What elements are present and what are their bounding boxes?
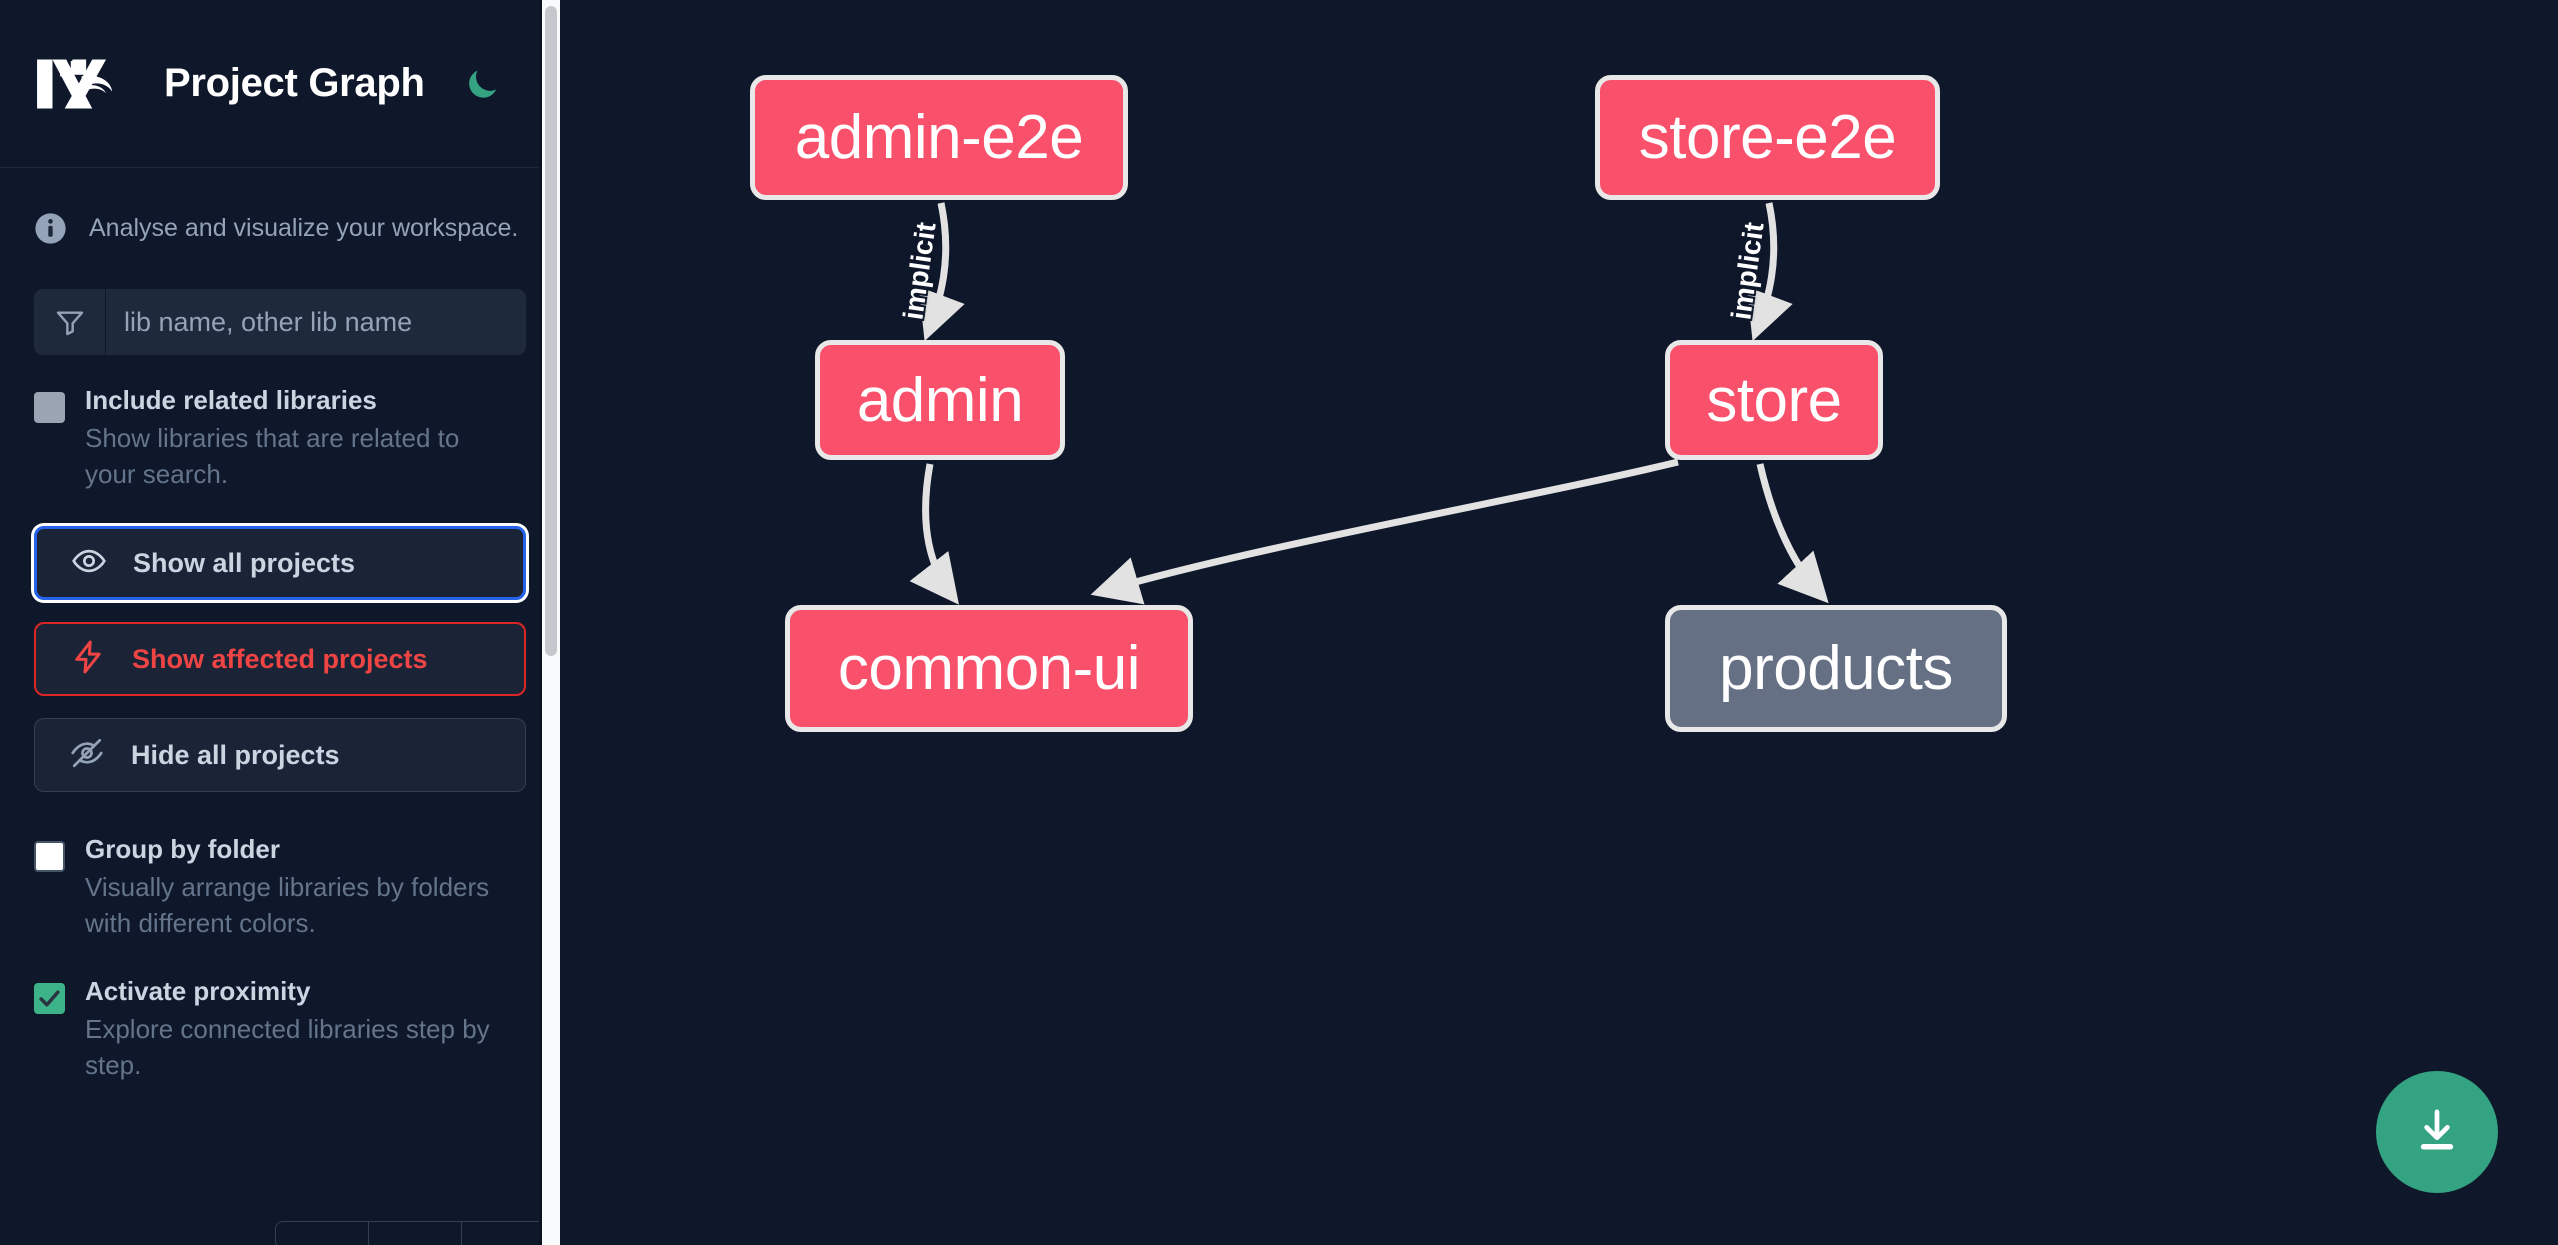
graph-node-common-ui[interactable]: common-ui xyxy=(785,605,1193,732)
lightning-bolt-icon xyxy=(70,639,106,680)
sidebar: Project Graph Analyse and visualize your… xyxy=(0,0,560,1245)
group-by-folder-description: Visually arrange libraries by folders wi… xyxy=(85,872,490,939)
include-related-libraries-checkbox[interactable] xyxy=(34,392,65,423)
download-icon xyxy=(2410,1104,2464,1161)
graph-node-label: store xyxy=(1706,365,1842,435)
sidebar-divider xyxy=(539,0,542,1245)
show-all-projects-button[interactable]: Show all projects xyxy=(34,526,526,601)
edge-admin-e2e-to-admin xyxy=(918,202,965,342)
graph-edges xyxy=(909,202,1829,605)
graph-node-label: products xyxy=(1719,634,1953,703)
include-related-libraries-description: Show libraries that are related to your … xyxy=(85,422,460,489)
page-title: Project Graph xyxy=(164,61,425,105)
sidebar-scrollbar-thumb[interactable] xyxy=(545,6,557,656)
checkbox-activate-proximity[interactable]: Activate proximity Explore connected lib… xyxy=(0,942,560,1083)
hide-all-projects-label: Hide all projects xyxy=(131,739,340,770)
checkmark-icon xyxy=(39,990,60,1007)
filter-row xyxy=(0,245,560,355)
graph-node-admin-e2e[interactable]: admin-e2e xyxy=(750,75,1128,200)
search-filter-box[interactable] xyxy=(34,289,526,355)
hide-all-projects-button[interactable]: Hide all projects xyxy=(34,718,526,793)
edge-store-to-common-ui xyxy=(1090,458,1679,605)
tagline-text: Analyse and visualize your workspace. xyxy=(89,214,519,242)
download-graph-button[interactable] xyxy=(2376,1071,2498,1193)
segment-1[interactable] xyxy=(276,1222,369,1245)
edge-admin-to-common-ui xyxy=(909,463,960,605)
checkbox-group-by-folder[interactable]: Group by folder Visually arrange librari… xyxy=(0,792,560,941)
include-related-libraries-label: Include related libraries xyxy=(85,385,377,415)
tagline: Analyse and visualize your workspace. xyxy=(0,168,560,245)
edge-store-to-products xyxy=(1756,463,1829,604)
edge-store-e2e-to-store xyxy=(1746,202,1793,342)
eye-icon xyxy=(71,543,107,584)
sidebar-header: Project Graph xyxy=(0,0,560,168)
segment-2[interactable] xyxy=(369,1222,462,1245)
eye-off-icon xyxy=(69,735,105,776)
activate-proximity-label: Activate proximity xyxy=(85,975,311,1006)
activate-proximity-checkbox[interactable] xyxy=(34,982,65,1014)
projects-button-group: Show all projects Show affected projects xyxy=(0,492,560,793)
activate-proximity-description: Explore connected libraries step by step… xyxy=(85,1013,490,1080)
group-by-folder-label: Group by folder xyxy=(85,834,280,865)
graph-node-label: store-e2e xyxy=(1638,103,1897,172)
graph-node-label: common-ui xyxy=(837,634,1141,703)
graph-node-label: admin xyxy=(856,365,1024,435)
graph-node-products[interactable]: products xyxy=(1665,605,2007,732)
segmented-control-peek[interactable] xyxy=(275,1221,555,1245)
show-affected-projects-button[interactable]: Show affected projects xyxy=(34,622,526,697)
graph-node-store-e2e[interactable]: store-e2e xyxy=(1595,75,1940,200)
graph-node-label: admin-e2e xyxy=(794,103,1084,172)
show-affected-projects-label: Show affected projects xyxy=(132,643,428,674)
graph-canvas[interactable]: admin-e2e store-e2e admin store common-u… xyxy=(560,0,2558,1245)
search-input[interactable] xyxy=(106,289,526,355)
graph-node-admin[interactable]: admin xyxy=(815,340,1065,460)
graph-node-store[interactable]: store xyxy=(1665,340,1883,460)
filter-funnel-icon xyxy=(34,289,106,355)
moon-icon[interactable] xyxy=(459,61,505,107)
show-all-projects-label: Show all projects xyxy=(133,547,356,578)
sidebar-scrollbar[interactable] xyxy=(542,0,560,1245)
group-by-folder-checkbox[interactable] xyxy=(34,841,65,873)
checkbox-include-related-libraries[interactable]: Include related libraries Show libraries… xyxy=(0,355,560,492)
nx-logo-icon xyxy=(34,53,126,115)
info-icon xyxy=(34,212,67,245)
